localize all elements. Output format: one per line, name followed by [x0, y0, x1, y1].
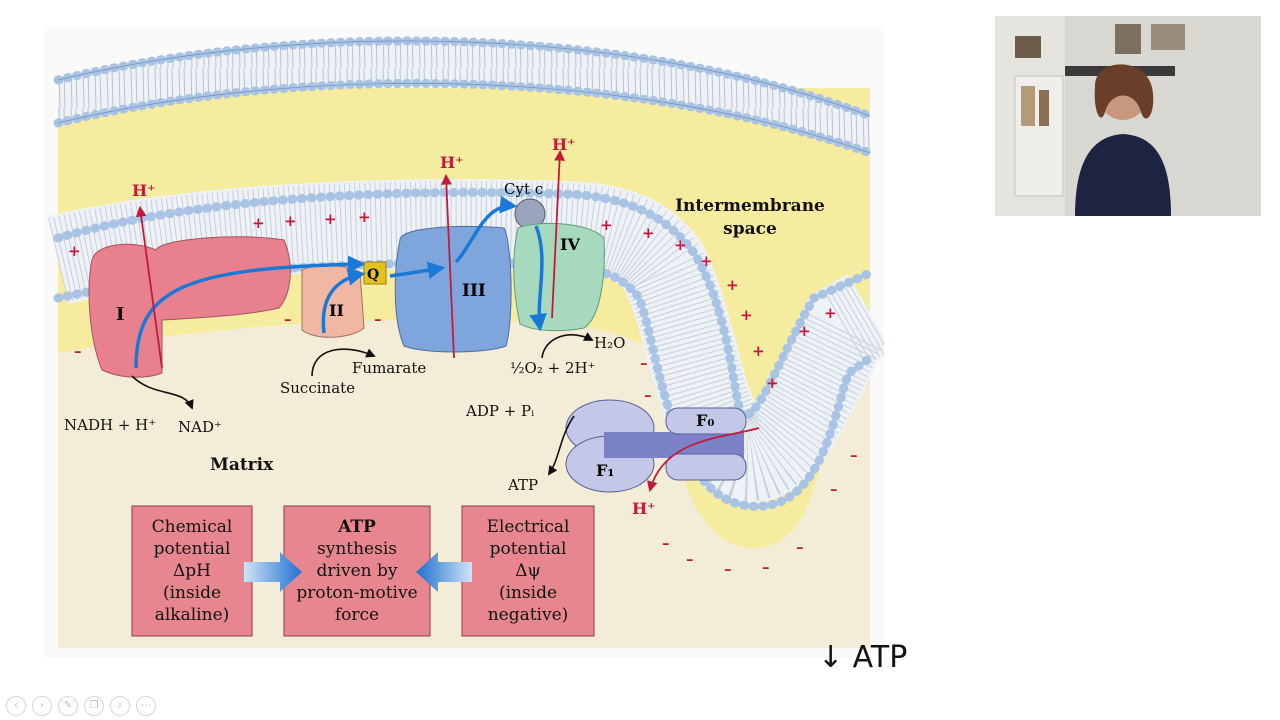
svg-text:Chemical: Chemical — [152, 517, 233, 537]
svg-text:negative): negative) — [488, 605, 569, 625]
svg-text:+: + — [642, 224, 655, 242]
svg-text:Cyt c: Cyt c — [504, 180, 543, 198]
svg-text:+: + — [766, 374, 779, 392]
svg-text:I: I — [116, 304, 124, 325]
svg-text:F₀: F₀ — [696, 411, 714, 430]
proton-label-i: H⁺ — [132, 181, 156, 200]
svg-text:+: + — [740, 306, 753, 324]
slide-note-atp: ↓ ATP — [818, 640, 908, 675]
svg-text:+: + — [358, 208, 371, 226]
svg-text:+: + — [824, 304, 837, 322]
svg-text:III: III — [462, 281, 486, 301]
electron-transport-diagram: + + + + + + + + + + + + + + + – – – – – … — [44, 28, 884, 658]
intermembrane-label-line2: space — [723, 219, 777, 239]
slide-toolbar: ‹ › ✎ ❐ ⌕ ⋯ — [6, 696, 156, 716]
svg-text:+: + — [752, 342, 765, 360]
next-icon[interactable]: › — [32, 696, 52, 716]
nadh-label: NADH + H⁺ — [64, 416, 156, 434]
svg-text:IV: IV — [560, 235, 580, 254]
copy-icon[interactable]: ❐ — [84, 696, 104, 716]
complex-iii: III — [394, 226, 512, 353]
svg-text:–: – — [796, 538, 804, 556]
adp-label: ADP + Pᵢ — [465, 402, 534, 420]
svg-text:synthesis: synthesis — [317, 539, 397, 559]
atp-synthase: F₀ F₁ — [565, 399, 747, 493]
svg-text:+: + — [324, 210, 337, 228]
svg-text:ATP: ATP — [337, 517, 376, 537]
atp-product-label: ATP — [507, 476, 538, 494]
intermembrane-label-line1: Intermembrane — [675, 196, 825, 216]
proton-label-atp: H⁺ — [632, 499, 656, 518]
complex-iv: IV — [513, 222, 605, 332]
box-atp-synthesis: ATP synthesis driven by proton-motive fo… — [283, 505, 431, 637]
quinone-q: Q — [363, 261, 387, 285]
svg-text:–: – — [640, 354, 648, 372]
box-arrows — [244, 552, 472, 592]
svg-text:–: – — [850, 446, 858, 464]
svg-text:+: + — [674, 236, 687, 254]
svg-text:+: + — [600, 216, 613, 234]
svg-text:–: – — [762, 558, 770, 576]
proton-pumps — [135, 149, 760, 493]
oxygen-label: ½O₂ + 2H⁺ — [510, 359, 596, 377]
svg-text:driven by: driven by — [317, 561, 398, 581]
svg-text:(inside: (inside — [499, 583, 557, 603]
svg-text:–: – — [724, 560, 732, 578]
svg-text:–: – — [830, 480, 838, 498]
charge-markers: + + + + + + + + + + + + + + + – – – – – … — [68, 208, 858, 578]
proton-label-iii: H⁺ — [440, 153, 464, 172]
svg-text:–: – — [284, 310, 292, 328]
matrix-label: Matrix — [210, 455, 274, 475]
more-icon[interactable]: ⋯ — [136, 696, 156, 716]
electron-path — [134, 195, 547, 369]
svg-text:Q: Q — [367, 267, 379, 283]
svg-text:Electrical: Electrical — [487, 517, 570, 537]
svg-text:–: – — [686, 550, 694, 568]
svg-text:–: – — [662, 534, 670, 552]
svg-text:II: II — [329, 301, 344, 320]
pen-icon[interactable]: ✎ — [58, 696, 78, 716]
water-label: H₂O — [594, 334, 625, 352]
svg-text:proton-motive: proton-motive — [296, 583, 417, 603]
prev-icon[interactable]: ‹ — [6, 696, 26, 716]
reaction-arrows — [131, 332, 594, 476]
svg-text:(inside: (inside — [163, 583, 221, 603]
svg-text:force: force — [335, 605, 379, 625]
fumarate-label: Fumarate — [352, 359, 426, 377]
presenter-webcam — [995, 16, 1261, 216]
succinate-label: Succinate — [280, 379, 355, 397]
proton-label-iv: H⁺ — [552, 135, 576, 154]
box-electrical-potential: Electrical potential Δψ (inside negative… — [461, 505, 595, 637]
svg-text:+: + — [68, 242, 81, 260]
zoom-icon[interactable]: ⌕ — [110, 696, 130, 716]
svg-text:F₁: F₁ — [596, 461, 614, 480]
cytochrome-c: Cyt c — [504, 180, 546, 230]
svg-text:+: + — [284, 212, 297, 230]
svg-text:Δψ: Δψ — [515, 561, 541, 581]
svg-text:alkaline): alkaline) — [155, 605, 230, 625]
svg-text:ΔpH: ΔpH — [173, 561, 211, 581]
outer-membrane — [53, 36, 875, 158]
svg-text:+: + — [726, 276, 739, 294]
svg-text:–: – — [374, 310, 382, 328]
box-chemical-potential: Chemical potential ΔpH (inside alkaline) — [131, 505, 253, 637]
nad-label: NAD⁺ — [178, 418, 222, 436]
svg-text:+: + — [798, 322, 811, 340]
svg-text:–: – — [644, 386, 652, 404]
svg-text:+: + — [252, 214, 265, 232]
svg-text:potential: potential — [154, 539, 231, 559]
svg-text:+: + — [700, 252, 713, 270]
svg-text:–: – — [74, 342, 82, 360]
svg-text:potential: potential — [490, 539, 567, 559]
